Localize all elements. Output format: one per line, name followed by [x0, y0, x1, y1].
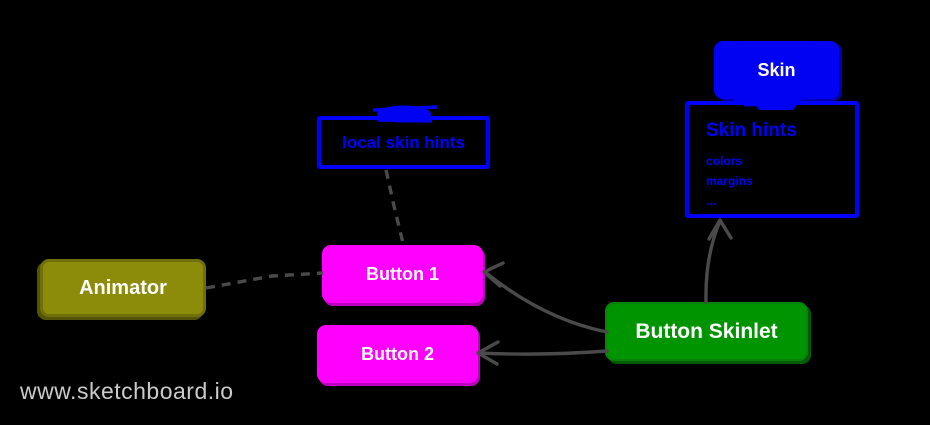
skin-label: Skin: [757, 59, 796, 80]
edge-skinlet-button2[interactable]: [477, 349, 609, 356]
edge-animator-button1[interactable]: [205, 271, 324, 290]
arrowhead-button2-icon: [476, 340, 500, 366]
local-skin-hints-label: local skin hints: [342, 132, 465, 152]
button-skinlet-label: Button Skinlet: [635, 319, 778, 343]
node-button-1[interactable]: Button 1: [322, 245, 483, 303]
arrowhead-button1-icon: [482, 261, 505, 288]
skin-hints-item-ellipsis: ...: [706, 194, 717, 208]
arrowhead-skin-hints-icon: [707, 218, 733, 241]
animator-label: Animator: [79, 276, 167, 299]
node-local-skin-hints[interactable]: local skin hints: [317, 116, 490, 169]
node-button-skinlet[interactable]: Button Skinlet: [605, 302, 808, 361]
node-button-2[interactable]: Button 2: [317, 325, 478, 383]
edge-local-skin-hints-button1[interactable]: [384, 169, 405, 244]
edge-skinlet-skin-hints[interactable]: [704, 219, 722, 304]
node-animator[interactable]: Animator: [40, 259, 206, 317]
button-2-label: Button 2: [361, 343, 434, 364]
sketchboard-watermark: www.sketchboard.io: [20, 378, 234, 404]
node-skin-hints[interactable]: Skin hints colors margins ...: [685, 101, 859, 218]
skin-hints-title: Skin hints: [706, 120, 797, 141]
skin-hints-item-margins: margins: [706, 174, 753, 188]
node-skin[interactable]: Skin: [714, 41, 839, 99]
button-1-label: Button 1: [366, 263, 439, 284]
skin-hints-item-colors: colors: [706, 154, 743, 168]
edge-skinlet-button1[interactable]: [483, 270, 609, 334]
